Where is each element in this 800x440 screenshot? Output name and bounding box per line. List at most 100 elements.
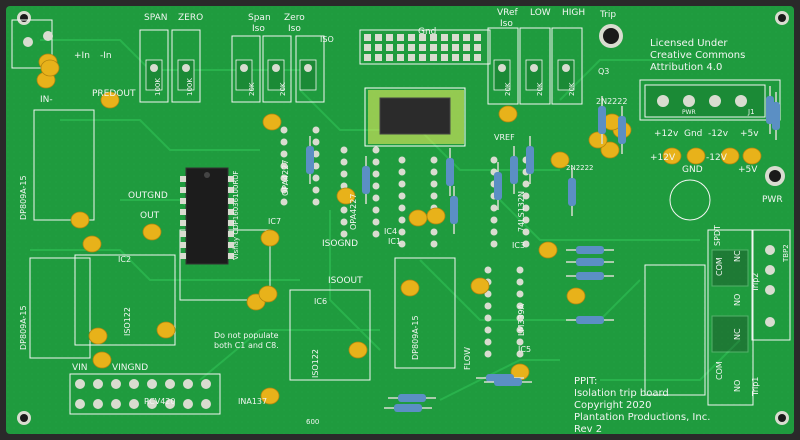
socket-pin <box>372 206 380 214</box>
label-in-plus: +In <box>74 51 90 61</box>
ic-chips <box>185 167 229 265</box>
resistor-body <box>618 116 626 144</box>
label-q3-part: 2N2222 <box>596 97 627 106</box>
socket-pin <box>340 146 348 154</box>
header-pin <box>441 44 448 51</box>
socket-pin <box>430 156 438 164</box>
dip-pin <box>228 220 234 226</box>
socket-pin <box>372 182 380 190</box>
dip-pin <box>180 220 186 226</box>
resistor-body <box>576 272 604 280</box>
socket-pin <box>372 230 380 238</box>
socket-pin <box>490 204 498 212</box>
label-ic3: IC3 <box>512 241 525 250</box>
ceramic-cap <box>408 209 428 227</box>
socket-pin <box>516 326 524 334</box>
label-zero-iso-1: Zero <box>284 13 305 23</box>
dip-pin <box>228 209 234 215</box>
label-gnd-pwr: Gnd <box>684 129 702 139</box>
silkscreen-text: Licensed Under Creative Commons Attribut… <box>19 8 790 435</box>
elec-cap-c5 <box>669 179 711 221</box>
socket-pin <box>430 180 438 188</box>
label-trip2: Trip2 <box>751 273 760 293</box>
trim-pot <box>145 59 163 91</box>
ceramic-cap <box>686 147 706 165</box>
label-vingnd: VINGND <box>112 363 148 373</box>
dip-pin <box>228 253 234 259</box>
resistor-body <box>510 156 518 184</box>
label-flow: FLOW <box>463 347 472 370</box>
label-zero: ZERO <box>178 13 203 23</box>
rcv-pin <box>147 399 157 409</box>
label-ic7: IC7 <box>268 217 281 226</box>
rcv-socket <box>69 373 221 415</box>
rcv-pin <box>93 379 103 389</box>
socket-pin <box>484 326 492 334</box>
ceramic-cap <box>82 235 102 253</box>
label-no-populate-2: both C1 and C8. <box>214 341 279 350</box>
rcv-pin <box>201 379 211 389</box>
dip-pin <box>180 176 186 182</box>
header-pin <box>364 34 371 41</box>
header-pin <box>386 34 393 41</box>
label-p5b: +5V <box>738 165 758 175</box>
socket-pin <box>280 150 288 158</box>
header-pin <box>474 34 481 41</box>
label-ic4: IC4 <box>384 227 397 236</box>
socket-pin <box>280 138 288 146</box>
socket-pin <box>312 198 320 206</box>
socket-pin <box>340 218 348 226</box>
trim-pot <box>177 59 195 91</box>
label-p5: +5v <box>740 129 759 139</box>
resistor-body <box>576 246 604 254</box>
label-opa-b: OPA4227 <box>349 194 358 230</box>
header-pin <box>441 54 448 61</box>
pot-value-4: 20K <box>279 82 287 96</box>
socket-pin <box>372 146 380 154</box>
socket-pin <box>340 158 348 166</box>
resistor-body <box>526 146 534 174</box>
header-pin <box>375 34 382 41</box>
ceramic-cap <box>142 223 162 241</box>
socket-pin <box>490 240 498 248</box>
label-no2: NO <box>733 380 742 392</box>
header-pin <box>419 54 426 61</box>
socket-pin <box>340 206 348 214</box>
label-iso: ISO <box>320 35 334 44</box>
dip-pin <box>180 209 186 215</box>
socket-pin <box>398 180 406 188</box>
rcv-pin <box>183 379 193 389</box>
header-pin <box>386 54 393 61</box>
trim-pot-screw <box>304 64 312 72</box>
socket-pin <box>522 228 530 236</box>
header-pin <box>474 54 481 61</box>
header-pin <box>463 54 470 61</box>
label-pwr: PWR <box>762 195 783 205</box>
resistor-body <box>446 158 454 186</box>
label-in-minus-pad: IN- <box>40 95 53 105</box>
socket-pin <box>430 228 438 236</box>
dip-pin <box>180 187 186 193</box>
header-pin <box>430 34 437 41</box>
ceramic-cap <box>720 147 740 165</box>
title-line-5: Rev 2 <box>574 424 602 435</box>
power-connector <box>644 84 766 118</box>
trim-pot <box>557 59 575 91</box>
socket-pin <box>398 216 406 224</box>
ceramic-cap <box>426 207 446 225</box>
socket-pin <box>430 240 438 248</box>
header-pin <box>375 44 382 51</box>
license-line-2: Creative Commons <box>650 50 745 61</box>
label-out: OUT <box>140 211 160 221</box>
label-no-populate-1: Do not populate <box>214 331 279 340</box>
label-low: LOW <box>530 8 551 18</box>
socket-pin <box>522 204 530 212</box>
socket-pin <box>398 156 406 164</box>
ceramic-cap <box>156 321 176 339</box>
socket-pin <box>280 162 288 170</box>
label-span-iso-1: Span <box>248 13 271 23</box>
pot-value-2: 100K <box>186 78 194 96</box>
header-pin <box>419 44 426 51</box>
rcv-pin <box>183 399 193 409</box>
